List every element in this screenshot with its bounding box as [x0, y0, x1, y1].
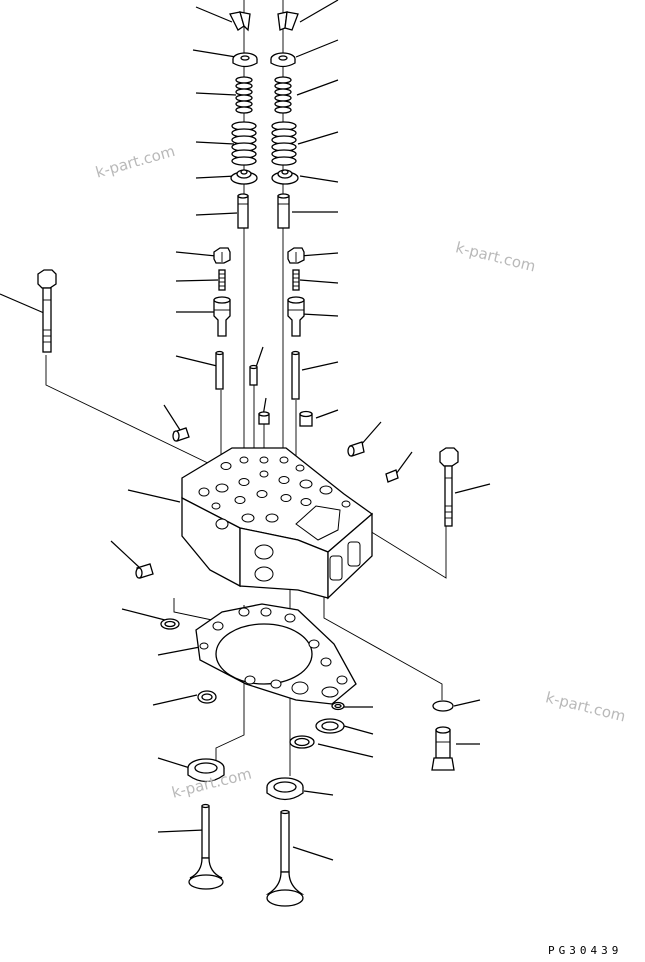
valve-keeper-right — [277, 11, 299, 31]
nozzle-seat — [432, 700, 454, 712]
valve-guide-right — [277, 193, 290, 229]
valve-right — [265, 809, 305, 907]
inner-valve-spring-right — [274, 76, 292, 114]
adjusting-screw-left — [218, 269, 226, 291]
expansion-plug-c — [347, 441, 365, 457]
o-ring-a — [160, 618, 180, 630]
valve-guide-left — [237, 193, 249, 229]
valve-seat-insert-left — [187, 758, 225, 783]
expansion-plug-b — [299, 410, 313, 427]
adjusting-screw-right — [292, 269, 300, 291]
head-bolt-right — [439, 447, 459, 527]
guide-pin-right — [291, 350, 300, 400]
o-ring-b — [197, 690, 217, 704]
head-gasket — [195, 603, 357, 705]
o-ring-c — [331, 701, 345, 711]
leader-lines — [0, 0, 491, 861]
expansion-plug-small — [258, 411, 270, 425]
expansion-plug-a — [172, 427, 190, 442]
cylinder-head — [181, 447, 374, 600]
dowel-pin — [249, 364, 258, 386]
expansion-plug-e — [135, 563, 154, 579]
valve-keeper-left — [229, 11, 251, 32]
lock-nut-right — [287, 247, 305, 264]
spring-retainer-left — [232, 52, 258, 68]
plug-d — [385, 469, 399, 483]
outer-valve-spring-right — [271, 121, 297, 166]
nozzle-sleeve — [431, 726, 455, 771]
spring-seat-left — [230, 169, 258, 185]
spring-retainer-right — [270, 52, 296, 68]
spring-seat-right — [271, 169, 299, 185]
outer-valve-spring-left — [231, 121, 257, 166]
crosshead-right — [287, 296, 305, 337]
valve-seat-insert-right — [266, 777, 304, 801]
crosshead-left — [213, 296, 231, 337]
o-ring-e — [289, 735, 315, 749]
drawing-code-label: PG30439 — [548, 944, 623, 957]
valve-left — [188, 803, 224, 890]
guide-pin-left — [215, 350, 224, 390]
lock-nut-left — [213, 247, 231, 264]
inner-valve-spring-left — [235, 76, 253, 114]
o-ring-d — [315, 718, 345, 734]
head-bolt-left — [37, 269, 57, 353]
